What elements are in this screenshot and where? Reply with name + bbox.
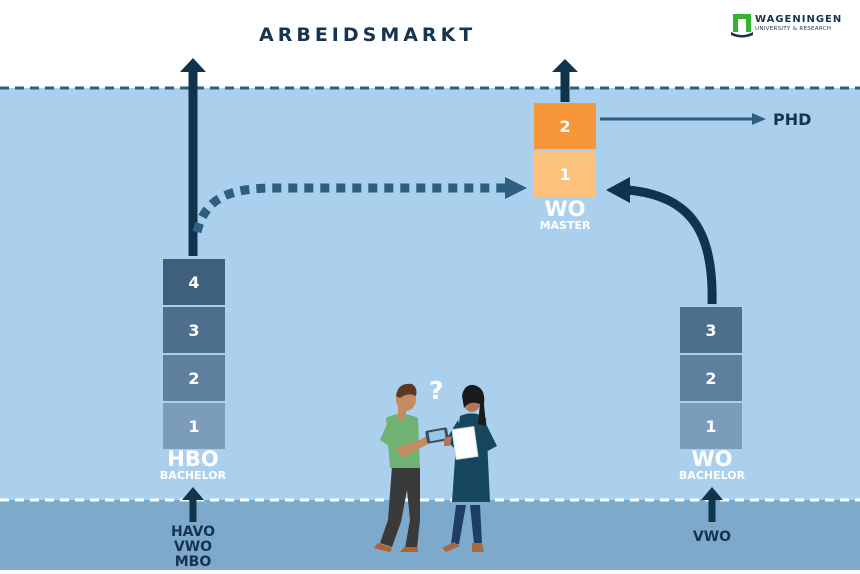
logo-subtitle: UNIVERSITY & RESEARCH <box>755 26 832 32</box>
hbo-arrow-head-icon <box>180 58 206 72</box>
hbo-input-arrow-head-icon <box>182 487 204 500</box>
man-figure <box>374 383 449 552</box>
wo-bachelor-subtitle: BACHELOR <box>678 469 746 482</box>
woman-figure <box>442 384 497 552</box>
hbo-year-block-1 <box>163 403 225 449</box>
wo-master-subtitle: MASTER <box>539 219 591 232</box>
wageningen-logo: WAGENINGEN UNIVERSITY & RESEARCH <box>731 12 846 38</box>
wo-input-arrow-head-icon <box>701 487 723 500</box>
hbo-year-label-2: 2 <box>188 369 199 388</box>
hbo-year-block-2 <box>163 355 225 401</box>
wo-master-year-label-2: 2 <box>559 117 570 136</box>
wo-bachelor-year-block-1 <box>680 403 742 449</box>
bottom-band <box>0 500 860 570</box>
wo-bachelor-year-label-2: 2 <box>705 369 716 388</box>
hbo-subtitle: BACHELOR <box>159 469 227 482</box>
hbo-year-label-4: 4 <box>188 273 199 292</box>
question-mark: ? <box>429 376 444 405</box>
hbo-year-block-4 <box>163 259 225 305</box>
hbo-year-block-3 <box>163 307 225 353</box>
wo-bachelor-year-label-1: 1 <box>705 417 716 436</box>
wo-master-year-block-1 <box>534 151 596 197</box>
wo-bachelor-year-block-2 <box>680 355 742 401</box>
wo-input-vwo: VWO <box>692 529 732 545</box>
wo-master-year-block-2 <box>534 103 596 149</box>
wo-master-title: WO <box>544 197 586 221</box>
logo-name: WAGENINGEN <box>755 14 843 25</box>
wo-bachelor-year-block-3 <box>680 307 742 353</box>
dotted-arrow-head-icon <box>505 177 527 199</box>
wur-logo-icon <box>731 14 753 38</box>
people-illustration <box>374 383 497 552</box>
curved-arrow-head-icon <box>606 177 630 203</box>
wo-bachelor-to-master-arrow <box>627 185 717 305</box>
wo-bachelor-title: WO <box>691 447 733 471</box>
hbo-input-vwo: VWO <box>173 539 213 555</box>
hbo-year-label-3: 3 <box>188 321 199 340</box>
wo-bachelor-year-label-3: 3 <box>705 321 716 340</box>
hbo-input-mbo: MBO <box>174 554 212 570</box>
hbo-title: HBO <box>167 447 219 471</box>
hbo-input-havo: HAVO <box>170 524 216 540</box>
white-band <box>0 0 860 88</box>
hbo-year-label-1: 1 <box>188 417 199 436</box>
phd-arrow-head-icon <box>752 113 766 125</box>
page-title: ARBEIDSMARKT <box>259 24 477 46</box>
wo-master-year-label-1: 1 <box>559 165 570 184</box>
phd-label: PHD <box>773 110 812 129</box>
master-arrow-head-icon <box>552 59 578 72</box>
